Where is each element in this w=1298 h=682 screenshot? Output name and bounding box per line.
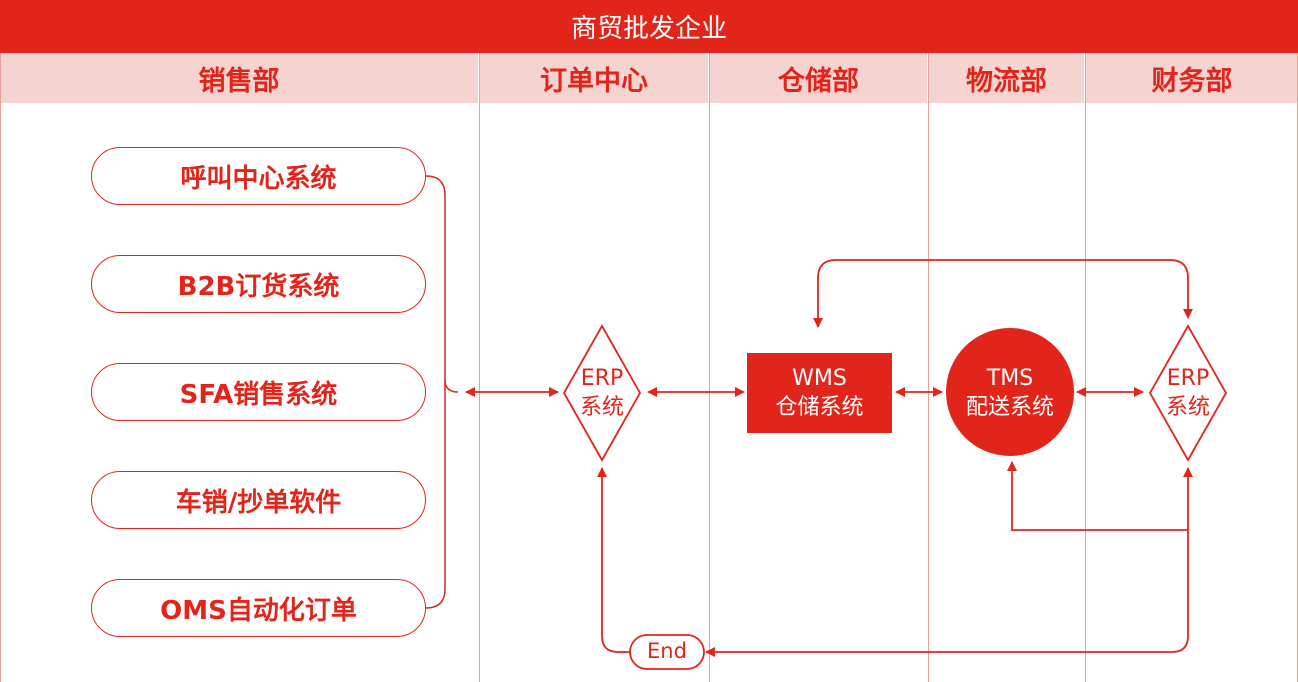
erp-finance-line2: 系统 bbox=[1165, 395, 1210, 420]
wms-line2: 仓储系统 bbox=[775, 395, 864, 420]
loop-wms-finance bbox=[813, 259, 1193, 328]
sales-bracket bbox=[425, 175, 446, 609]
lane-header-sales: 销售部 bbox=[0, 53, 478, 103]
end-label: End bbox=[647, 639, 687, 663]
erp-order-label: ERP 系统 bbox=[564, 364, 640, 422]
tms-line1: TMS bbox=[986, 366, 1034, 391]
lane-divider bbox=[928, 53, 929, 682]
wms-box bbox=[747, 353, 892, 433]
diagram-title: 商贸批发企业 bbox=[0, 0, 1298, 53]
tms-line2: 配送系统 bbox=[965, 395, 1054, 420]
lane-header-finance: 财务部 bbox=[1086, 53, 1298, 103]
loop-finance-tms bbox=[1007, 461, 1193, 531]
sales-system-van-sales: 车销/抄单软件 bbox=[91, 471, 426, 529]
erp-finance-label: ERP 系统 bbox=[1150, 364, 1226, 422]
sales-system-call-center: 呼叫中心系统 bbox=[91, 147, 426, 205]
lane-header-logistics: 物流部 bbox=[929, 53, 1084, 103]
arrow-end-erp bbox=[597, 467, 630, 653]
erp-finance-line1: ERP bbox=[1166, 366, 1210, 391]
sales-system-sfa: SFA销售系统 bbox=[91, 363, 426, 421]
lane-divider bbox=[1085, 53, 1086, 682]
erp-order-line1: ERP bbox=[580, 366, 624, 391]
wms-label: WMS 仓储系统 bbox=[747, 364, 892, 422]
bracket-tip bbox=[444, 379, 459, 393]
lane-header-order-center: 订单中心 bbox=[480, 53, 708, 103]
arrow-finance-end bbox=[705, 530, 1189, 657]
erp-order-diamond bbox=[562, 324, 642, 462]
erp-order-line2: 系统 bbox=[579, 395, 624, 420]
end-node bbox=[629, 634, 705, 670]
lane-header-warehouse: 仓储部 bbox=[710, 53, 927, 103]
lane-divider bbox=[0, 53, 1, 682]
lane-divider bbox=[479, 53, 480, 682]
sales-system-b2b: B2B订货系统 bbox=[91, 255, 426, 313]
sales-system-oms: OMS自动化订单 bbox=[91, 579, 426, 637]
lane-divider bbox=[709, 53, 710, 682]
erp-finance-diamond bbox=[1148, 324, 1228, 462]
tms-circle bbox=[946, 328, 1074, 456]
tms-label: TMS 配送系统 bbox=[946, 364, 1074, 422]
wms-line1: WMS bbox=[792, 366, 847, 391]
